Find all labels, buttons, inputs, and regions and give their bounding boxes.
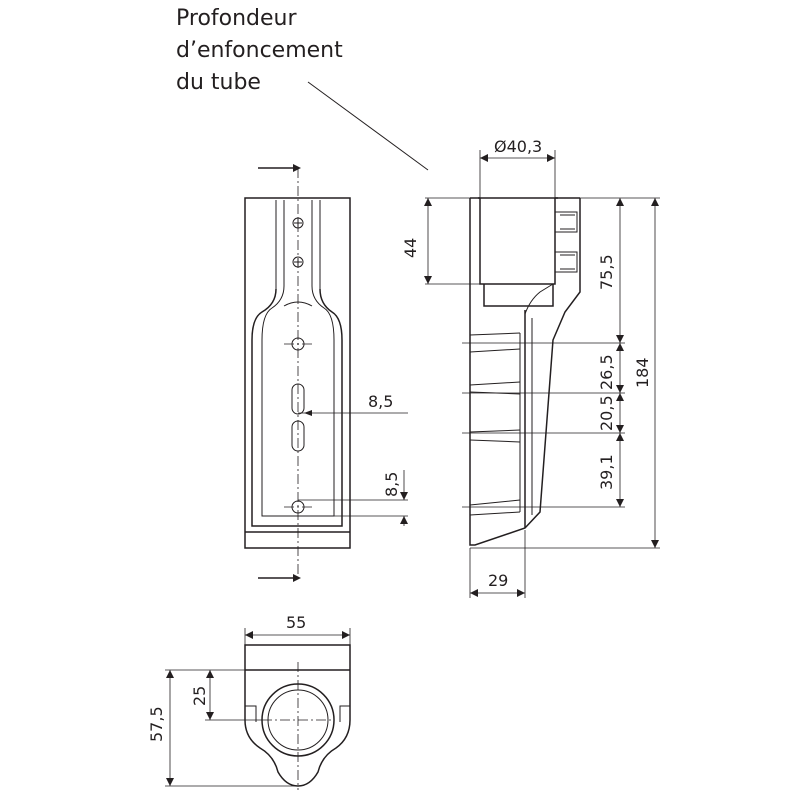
callout-line-3: du tube	[176, 70, 261, 95]
dim-hole-offset: 8,5	[382, 472, 401, 497]
side-view: Ø40,3 44 75,5 26,5 20,5 39,1 184	[401, 137, 660, 598]
dim-slot-width: 8,5	[368, 392, 393, 411]
callout-line-1: Profondeur	[176, 6, 297, 31]
front-outline	[244, 197, 351, 549]
bottom-outline	[244, 644, 351, 787]
dim-center-offset: 25	[190, 686, 209, 706]
dim-tube-diameter: Ø40,3	[494, 137, 542, 156]
dim-spacing-3: 39,1	[597, 454, 616, 490]
dim-depth: 29	[488, 571, 508, 590]
dim-spacing-1: 26,5	[597, 354, 616, 390]
callout-text: Profondeur d’enfoncement du tube	[176, 3, 343, 99]
dim-total-height: 184	[633, 357, 652, 388]
callout-line-2: d’enfoncement	[176, 38, 343, 63]
front-inner-pocket	[251, 288, 343, 527]
dim-spacing-2: 20,5	[597, 395, 616, 431]
bottom-view: 55 25 57,5	[147, 613, 351, 790]
dim-width: 55	[286, 613, 306, 632]
tube-socket	[479, 198, 556, 285]
dim-upper-height: 75,5	[597, 254, 616, 290]
front-view: 8,5 8,5	[244, 164, 408, 582]
side-ribs	[469, 332, 521, 516]
side-body-outline	[469, 198, 581, 546]
dim-bottom-depth: 57,5	[147, 706, 166, 742]
callout-leader	[307, 81, 429, 171]
dim-insertion-depth: 44	[401, 238, 420, 258]
